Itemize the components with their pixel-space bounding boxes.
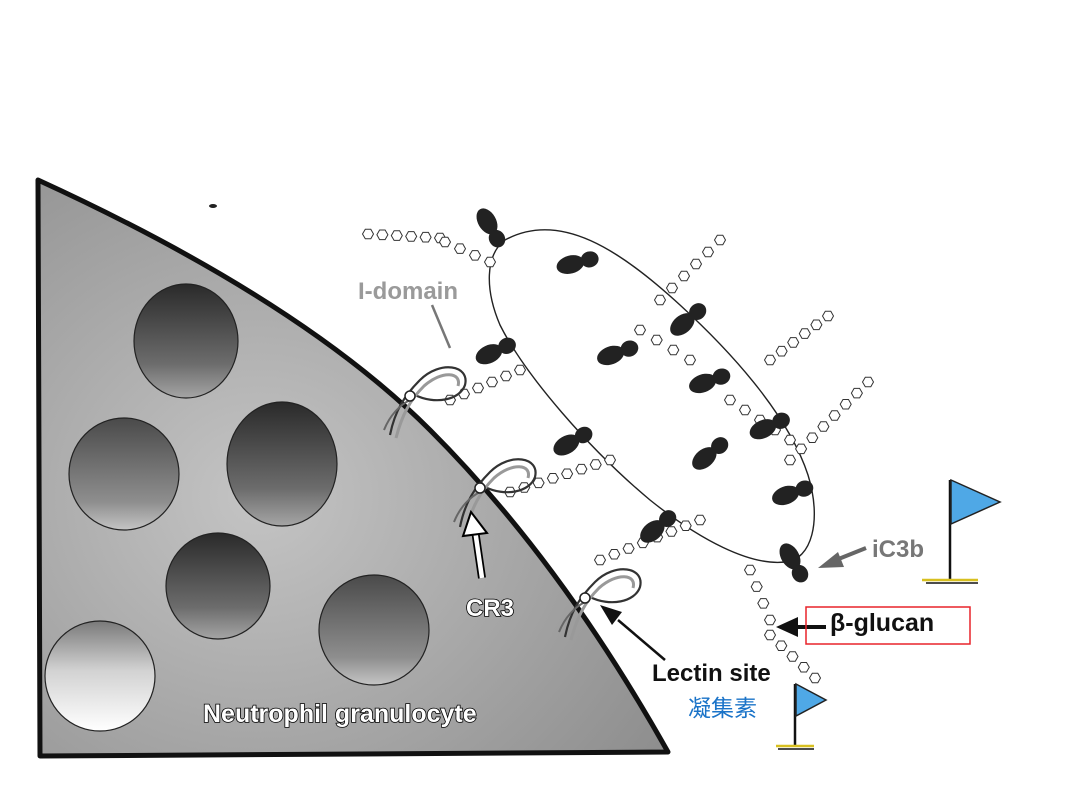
lectin-site-arrow [600,605,666,661]
pointer-arrows [430,304,867,661]
beta-glucan-label: β-glucan [830,609,934,637]
cr3-receptors [383,366,642,641]
lectin-cn-label: 凝集素 [688,696,757,722]
cr3-arrow [461,509,489,579]
granule [165,532,271,640]
granule [133,283,239,399]
granule [44,620,156,732]
beta-glucan-arrow [776,617,826,637]
ic3b-arrow [818,546,867,568]
lectin-site-label: Lectin site [652,660,771,687]
cr3-label: CR3 [466,595,514,622]
ic3b-label: iC3b [872,536,924,563]
flag-icon [776,682,828,750]
granule [68,417,180,531]
particle-outline [488,229,815,564]
neutrophil-label: Neutrophil granulocyte [203,700,477,728]
granules [44,283,430,732]
i-domain-label: I-domain [358,278,458,305]
beta-glucan-highlight-box [805,606,971,645]
i-domain-pointer [430,304,452,349]
granule [226,401,338,527]
granule [318,574,430,686]
flag-icon [922,478,1002,584]
ic3b-fragments [475,208,814,583]
